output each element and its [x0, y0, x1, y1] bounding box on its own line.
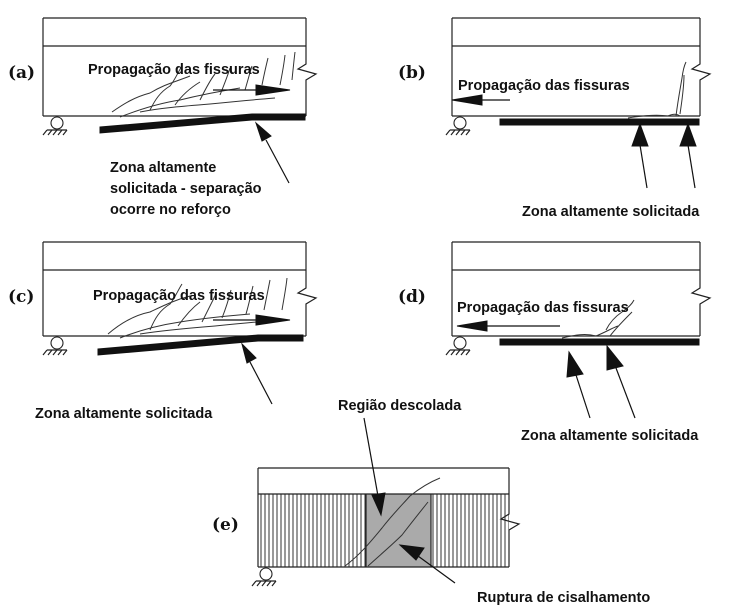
panel-a: (a)	[8, 17, 318, 218]
frp-plate-d	[499, 338, 700, 346]
beam-e	[257, 467, 521, 568]
region-label-e: Região descolada	[338, 398, 462, 414]
support-d	[445, 336, 471, 356]
panel-b: (b) Propagação das fissuras	[398, 17, 712, 220]
zone-arrow-a	[254, 121, 290, 184]
propagation-arrow-c	[213, 314, 291, 326]
frp-plate-b	[499, 118, 700, 126]
rupture-arrow-e	[398, 544, 456, 584]
rupture-label-e: Ruptura de cisalhamento	[477, 590, 650, 606]
cracks-a	[111, 51, 296, 118]
debonded-region-e	[366, 494, 431, 567]
support-c	[42, 336, 68, 356]
zone-arrow-c	[241, 342, 273, 405]
cracks-b	[627, 61, 687, 119]
cracks-d	[561, 299, 635, 339]
zone-label-a-line2: solicitada - separação	[110, 181, 262, 197]
propagation-label-a: Propagação das fissuras	[88, 62, 260, 78]
region-arrow-e	[363, 417, 386, 517]
zone-label-a-line1: Zona altamente	[110, 160, 216, 176]
propagation-label-c: Propagação das fissuras	[93, 288, 265, 304]
panel-c: (c) Propaga	[8, 241, 318, 422]
frp-plate-a	[99, 113, 306, 134]
support-b	[445, 116, 471, 136]
support-a	[42, 116, 68, 136]
beam-b	[451, 17, 712, 117]
zone-arrows-b	[631, 122, 697, 189]
shear-crack-e	[344, 477, 441, 567]
propagation-label-d: Propagação das fissuras	[457, 300, 629, 316]
propagation-arrow-d	[456, 320, 560, 332]
panel-e-letter: (e)	[212, 515, 239, 535]
frp-plate-c	[97, 334, 304, 356]
zone-label-b: Zona altamente solicitada	[522, 204, 700, 220]
panel-b-letter: (b)	[398, 63, 426, 83]
propagation-arrow-b	[451, 94, 510, 106]
support-e	[251, 567, 277, 587]
panel-a-letter: (a)	[8, 63, 35, 83]
panel-c-letter: (c)	[8, 287, 34, 307]
cracks-c	[107, 277, 288, 339]
zone-label-d: Zona altamente solicitada	[521, 428, 699, 444]
panel-e: (e) Região descolada	[212, 398, 650, 606]
zone-arrows-d	[566, 344, 636, 419]
panel-d: (d) Propagação das fissuras	[398, 241, 712, 444]
panel-d-letter: (d)	[398, 287, 426, 307]
propagation-label-b: Propagação das fissuras	[458, 78, 630, 94]
beam-c	[42, 241, 318, 337]
zone-label-c: Zona altamente solicitada	[35, 406, 213, 422]
zone-label-a-line3: ocorre no reforço	[110, 202, 231, 218]
beam-d	[451, 241, 712, 337]
propagation-arrow-a	[213, 84, 291, 96]
